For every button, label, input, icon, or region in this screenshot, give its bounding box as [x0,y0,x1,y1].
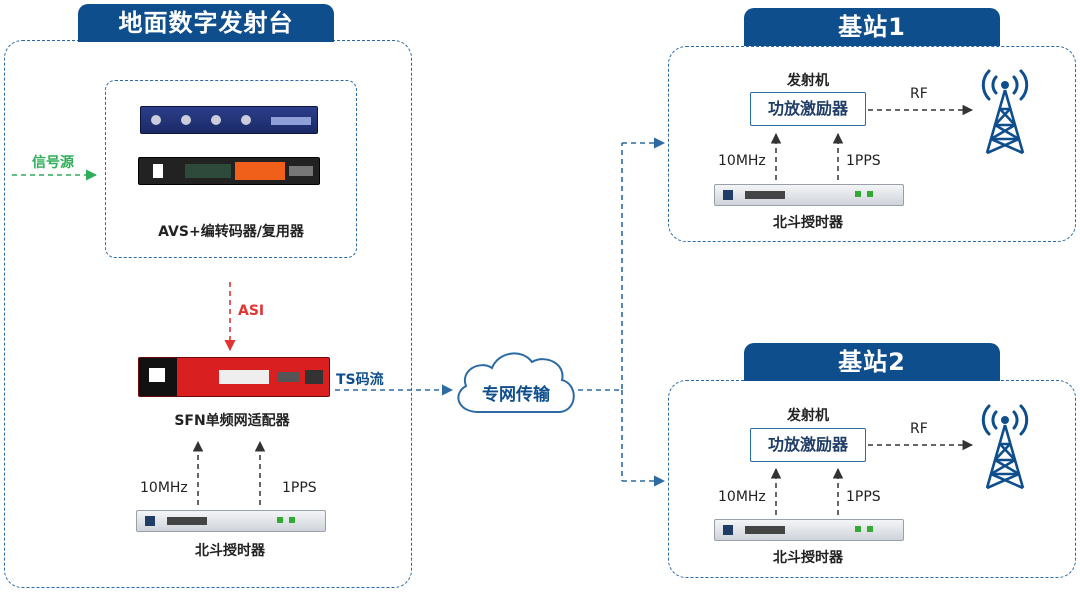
sfn-adapter-device [138,357,330,397]
station2-title: 基站2 [744,343,1000,381]
station2-10mhz-label: 10MHz [718,489,766,505]
network-label: 专网传输 [482,385,550,405]
sfn-adapter-label: SFN单频网适配器 [174,413,290,429]
station1-rf-label: RF [910,86,928,102]
station2-1pps-label: 1PPS [846,489,881,505]
station2-transmitter-label: 发射机 [787,408,829,424]
station1-title: 基站1 [744,8,1000,46]
station2-timing-device [714,519,904,541]
network-to-stations-line [578,143,623,391]
encoder-device-orange [138,157,320,185]
station2-rf-label: RF [910,421,928,437]
station1-10mhz-label: 10MHz [718,153,766,169]
left-1pps-label: 1PPS [282,480,317,496]
station1-timing-device [714,184,904,206]
left-timing-device [136,510,326,532]
station1-frame [668,46,1076,242]
station2-timing-label: 北斗授时器 [773,550,843,566]
encoder-group-frame [105,80,357,258]
ts-stream-label: TS码流 [336,372,384,388]
station1-1pps-label: 1PPS [846,153,881,169]
left-station-title: 地面数字发射台 [78,4,334,42]
station2-frame [668,380,1076,578]
station1-amplifier-box: 功放激励器 [750,92,866,126]
left-10mhz-label: 10MHz [140,480,188,496]
signal-source-label: 信号源 [32,155,74,171]
cloud-icon [457,352,575,413]
station1-transmitter-label: 发射机 [787,73,829,89]
antenna-tower-icon [981,69,1029,155]
left-timing-label: 北斗授时器 [195,543,265,559]
encoder-label: AVS+编转码器/复用器 [158,224,304,240]
antenna-tower-icon [981,404,1029,490]
asi-label: ASI [238,303,265,319]
encoder-device-blue [140,106,318,134]
station1-timing-label: 北斗授时器 [773,215,843,231]
station2-amplifier-box: 功放激励器 [750,428,866,462]
